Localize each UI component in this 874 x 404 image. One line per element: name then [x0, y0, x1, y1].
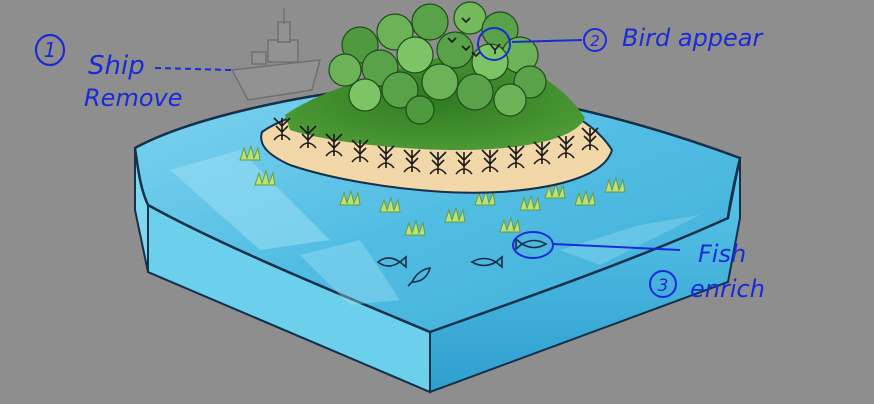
seagrass-patches — [239, 144, 626, 236]
annotation-label-remove: Remove — [84, 84, 182, 112]
annotation-number-circle-2 — [583, 28, 607, 52]
annotation-label-enrich: enrich — [690, 275, 765, 303]
bird-icons — [447, 17, 501, 58]
faded-ship-icon — [230, 8, 322, 101]
annotation-bird-appear: 2 Bird appear — [477, 24, 765, 61]
annotation-number-2: 2 — [590, 32, 600, 50]
fish-3 — [470, 255, 503, 269]
annotation-ship-remove: 1 Ship Remove — [34, 33, 233, 112]
annotation-fish-enrich: Fish 3 enrich — [512, 231, 765, 303]
annotation-number-circle-1 — [34, 33, 66, 67]
annotation-label-fish: Fish — [698, 240, 746, 268]
annotation-number-3: 3 — [658, 276, 669, 296]
fish-2 — [407, 267, 432, 287]
fish-4 — [515, 237, 548, 251]
fish-1 — [376, 255, 407, 269]
annotation-number-1: 1 — [44, 38, 57, 62]
island — [260, 54, 614, 194]
fish-group — [376, 237, 548, 287]
annotation-leader-1 — [154, 67, 233, 71]
mangrove-roots — [273, 117, 599, 175]
annotation-leader-3 — [552, 243, 681, 251]
annotation-label-ship: Ship — [88, 51, 145, 81]
annotation-number-circle-3 — [649, 270, 677, 298]
annotation-leader-2 — [511, 39, 583, 43]
annotation-label-bird-appear: Bird appear — [622, 24, 765, 52]
forest-canopy — [328, 1, 547, 125]
